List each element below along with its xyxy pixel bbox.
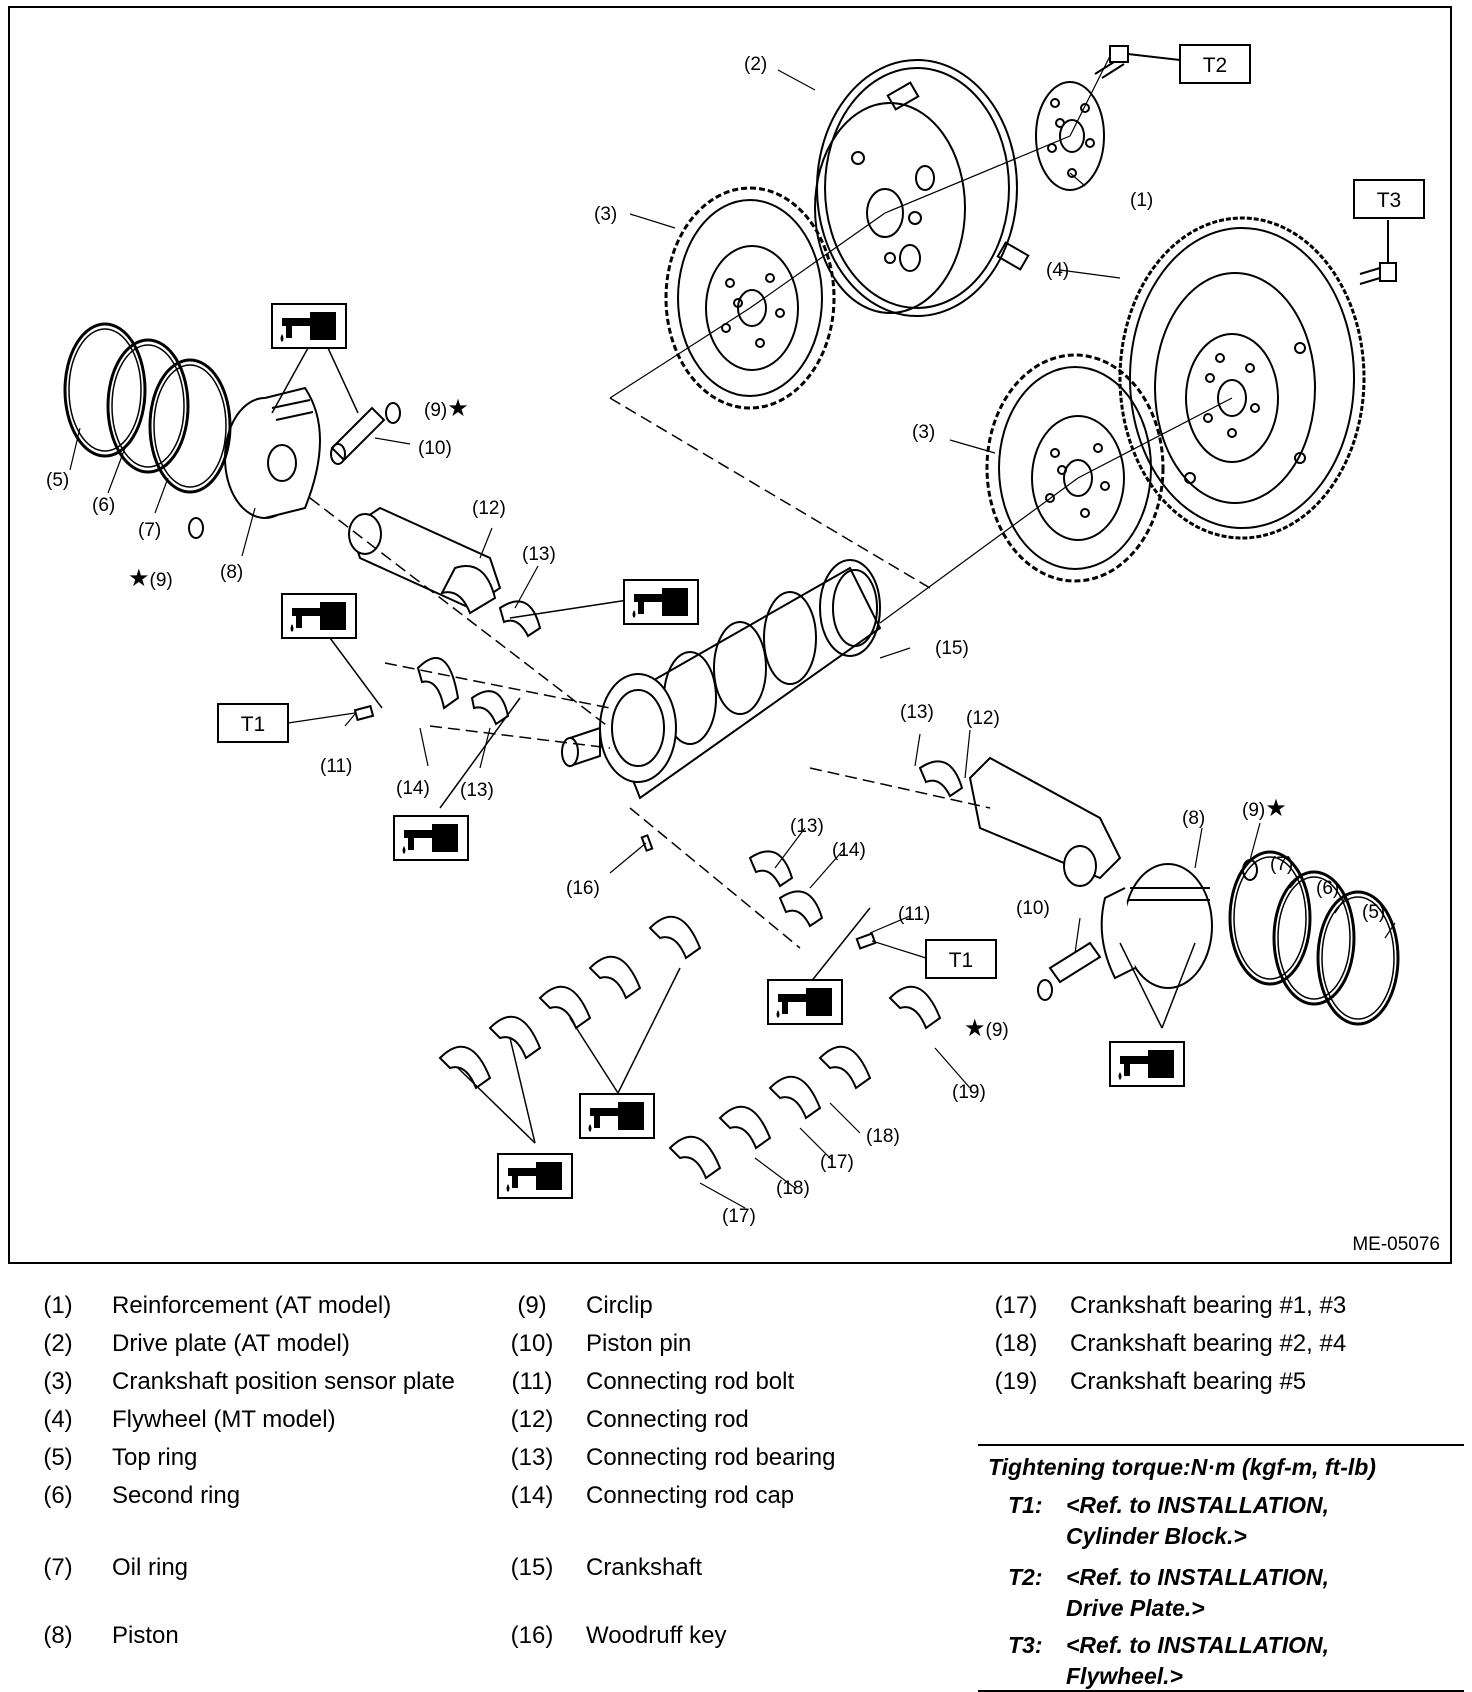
torque-reference: Tightening torque:N·m (kgf-m, ft-lb) T1:… (978, 1444, 1464, 1692)
callout-13: (13) (900, 702, 934, 723)
callout-9: (9)★ (424, 395, 469, 422)
callout-13: (13) (460, 780, 494, 801)
oil-icon (767, 979, 843, 1025)
callout-14: (14) (832, 840, 866, 861)
callout-12: (12) (472, 498, 506, 519)
callout-9: ★(9) (964, 1015, 1009, 1042)
piston-right (1100, 863, 1213, 989)
torque-label-t1: T1 (949, 949, 974, 972)
callout-2: (2) (744, 54, 767, 75)
piston-pin-left (330, 406, 386, 465)
callout-10: (10) (1016, 898, 1050, 919)
crankshaft (561, 559, 882, 800)
torque-label-t3: T3 (1377, 189, 1402, 212)
torque-label-t1: T1 (241, 713, 266, 736)
callout-16: (16) (566, 878, 600, 899)
reinforcement (1035, 81, 1105, 191)
main-bearings (438, 915, 942, 1180)
exploded-diagram: T2 T3 T1 T1 (2) (1) (3) (4) (3) (15) (5)… (8, 6, 1452, 1264)
flywheel (1118, 216, 1366, 540)
torque-box-t3 (1353, 179, 1425, 219)
callout-7: (7) (1270, 854, 1293, 875)
torque-box-t1 (925, 939, 997, 979)
callout-9: (9)★ (1242, 795, 1287, 822)
torque-label-t2: T2 (1203, 54, 1228, 77)
callout-7: (7) (138, 520, 161, 541)
callout-11: (11) (898, 904, 930, 925)
callout-13: (13) (790, 816, 824, 837)
drive-plate (814, 59, 1030, 317)
con-rod-right (968, 756, 1122, 887)
callout-6: (6) (1316, 878, 1339, 899)
callout-17: (17) (820, 1152, 854, 1173)
con-rod-left (348, 506, 502, 615)
callout-1: (1) (1130, 190, 1153, 211)
torque-box-t2 (1179, 44, 1251, 84)
callout-4: (4) (1046, 260, 1069, 281)
callout-8: (8) (1182, 808, 1205, 829)
callout-8: (8) (220, 562, 243, 583)
callout-18: (18) (776, 1178, 810, 1199)
piston-left (224, 386, 321, 519)
oil-icon (281, 593, 357, 639)
callout-19: (19) (952, 1082, 986, 1103)
oil-icon (497, 1153, 573, 1199)
figure-id: ME-05076 (1352, 1234, 1440, 1255)
callout-17: (17) (722, 1206, 756, 1227)
callout-5: (5) (46, 470, 69, 491)
callout-12: (12) (966, 708, 1000, 729)
bolt-t2 (1094, 45, 1181, 79)
sensor-plate-lower (985, 353, 1165, 583)
callout-15: (15) (935, 638, 969, 659)
callout-10: (10) (418, 438, 452, 459)
callout-9: ★(9) (128, 565, 173, 592)
callout-11: (11) (320, 756, 352, 777)
torque-title: Tightening torque:N·m (kgf-m, ft-lb) (988, 1454, 1376, 1480)
oil-icon (393, 815, 469, 861)
oil-icon (579, 1093, 655, 1139)
sensor-plate-upper (664, 186, 836, 410)
callout-18: (18) (866, 1126, 900, 1147)
oil-icon (271, 303, 347, 349)
callout-6: (6) (92, 495, 115, 516)
callout-3: (3) (594, 204, 617, 225)
oil-icon (623, 579, 699, 625)
callout-13: (13) (522, 544, 556, 565)
callout-3: (3) (912, 422, 935, 443)
oil-icon (1109, 1041, 1185, 1087)
callout-14: (14) (396, 778, 430, 799)
callout-5: (5) (1362, 902, 1385, 923)
bolt-t3 (1359, 220, 1397, 285)
